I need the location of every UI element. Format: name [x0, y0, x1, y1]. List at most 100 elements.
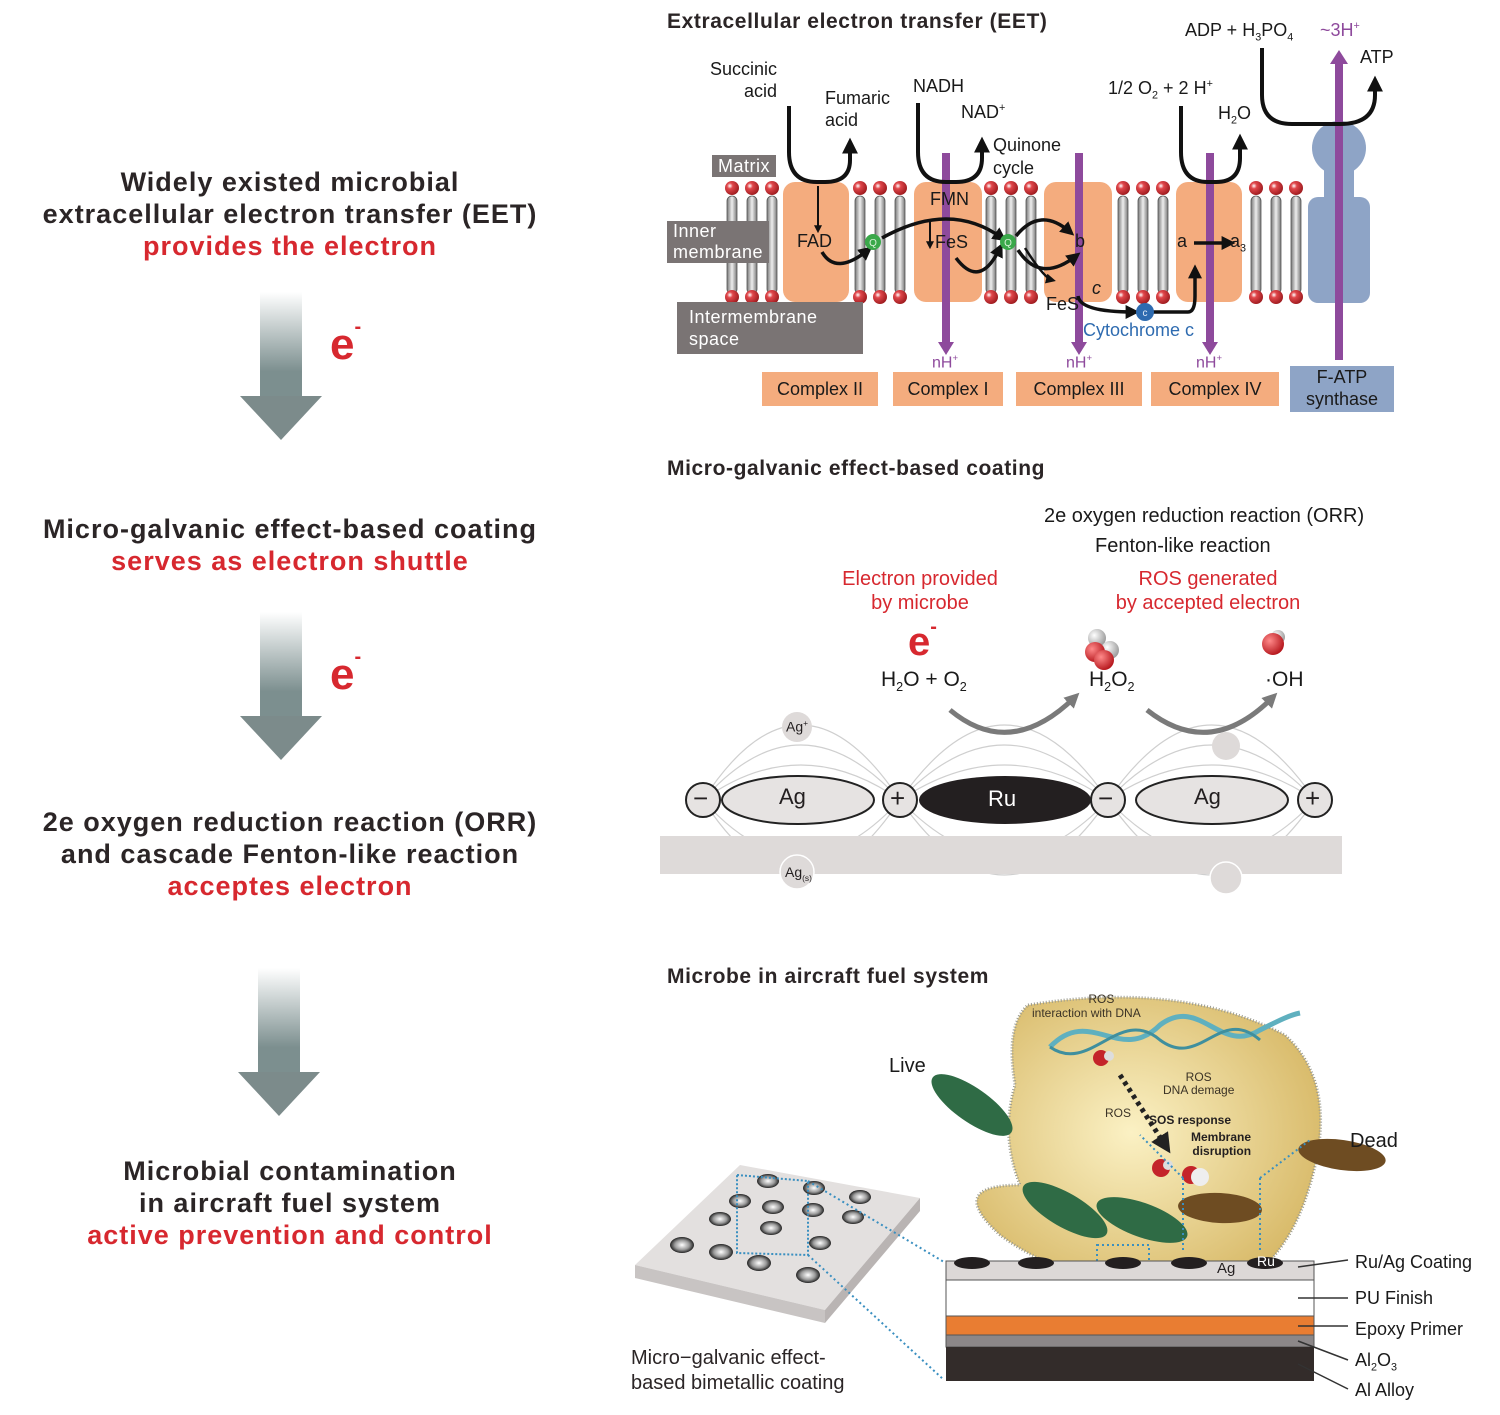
lipid-tail — [1137, 195, 1149, 295]
aircraft-diagram — [635, 995, 1386, 1390]
step-eet-line1: Widely existed microbial — [120, 167, 460, 197]
fes-label-1: FeS — [935, 232, 969, 252]
dead-label: Dead — [1350, 1130, 1398, 1152]
water-product-label: H2O — [1218, 103, 1252, 127]
cofactor-b-label: b — [1075, 231, 1086, 251]
fes-label-2: FeS — [1046, 294, 1080, 314]
fmn-label: FMN — [930, 189, 969, 209]
step-orr-highlight: acceptes electron — [167, 871, 413, 901]
proton-label-3: nH+ — [1066, 353, 1093, 372]
cofactor-c-label: c — [1092, 278, 1101, 298]
svg-text:Q: Q — [1004, 238, 1012, 249]
step-contamination-highlight: active prevention and control — [87, 1220, 493, 1250]
reaction-arrows — [787, 48, 1383, 184]
lipid-head — [1269, 290, 1283, 304]
reactants-label: H2O + O2 — [881, 668, 967, 695]
complex-i-tag: Complex I — [893, 372, 1003, 406]
coating-plate — [635, 1165, 920, 1323]
complex-ii-body — [783, 182, 849, 302]
down-arrow-3 — [238, 968, 320, 1116]
atp-label: ATP — [1360, 47, 1394, 67]
fenton-label: Fenton-like reaction — [1095, 535, 1271, 557]
step-eet: Widely existed microbial extracellular e… — [0, 166, 580, 262]
pole-positive-2: + — [1305, 783, 1321, 813]
svg-text:Q: Q — [869, 238, 877, 249]
lipid-tail — [1117, 195, 1129, 295]
ros-molecule-icons — [1093, 1050, 1209, 1186]
reaction-arrow-1 — [948, 692, 1080, 735]
electron-symbol: e- — [908, 616, 937, 664]
ag-ion-label: Ag+ — [786, 718, 809, 735]
sos-response-label: SOS response — [1149, 1113, 1232, 1127]
lipid-head — [1136, 290, 1150, 304]
complex-iv-tag: Complex IV — [1151, 372, 1279, 406]
proton-label-1: nH+ — [932, 353, 959, 372]
lipid-tail — [1025, 195, 1037, 295]
h2o2-label: H2O2 — [1089, 668, 1135, 695]
lipid-head — [984, 290, 998, 304]
lipid-head — [1249, 181, 1263, 195]
eet-title: Extracellular electron transfer (EET) — [667, 10, 1048, 33]
step-coating-highlight: serves as electron shuttle — [111, 546, 469, 576]
cytochrome-c-label: Cytochrome c — [1083, 320, 1195, 340]
electron-label-1: e- — [330, 316, 362, 369]
lipid-head — [1289, 290, 1303, 304]
ru-label: Ru — [988, 786, 1017, 811]
ru-electrode — [919, 776, 1091, 824]
lipid-head — [893, 181, 907, 195]
lipid-head — [765, 290, 779, 304]
layer-label-alloy: Al Alloy — [1355, 1380, 1415, 1400]
galvanic-title: Micro-galvanic effect-based coating — [667, 457, 1046, 480]
hydroxyl-label: ·OH — [1265, 668, 1304, 691]
coating-caption: Micro−galvanic effect-based bimetallic c… — [631, 1347, 845, 1394]
lipid-head — [1116, 290, 1130, 304]
lipid-tail — [1290, 195, 1302, 295]
layer-label-epoxy: Epoxy Primer — [1355, 1319, 1464, 1339]
lipid-head — [1024, 290, 1038, 304]
field-lines — [702, 724, 1316, 876]
pole-positive-1: + — [890, 783, 906, 813]
ag-solid-label: Ag(s) — [785, 864, 812, 883]
dead-bacteria — [1178, 1138, 1386, 1224]
ag-label-2: Ag — [1194, 784, 1221, 809]
lipid-head — [984, 181, 998, 195]
ag-label-1: Ag — [779, 784, 806, 809]
cofactor-a-label: a — [1177, 231, 1188, 251]
solid-bubble-2 — [1209, 861, 1243, 895]
ros-label: ROS — [1105, 1106, 1132, 1120]
lipid-head — [725, 290, 739, 304]
ag-solid-bubble — [779, 854, 815, 890]
quinone-icon-2 — [1000, 234, 1016, 250]
live-label: Live — [889, 1055, 926, 1077]
complex-ii-tag: Complex II — [762, 372, 878, 406]
step-eet-line2: extracellular electron transfer (EET) — [42, 199, 538, 229]
lipid-head — [1004, 290, 1018, 304]
dna-strand-icon — [1048, 1010, 1301, 1049]
coating-layer-stack — [945, 1257, 1315, 1381]
lipid-head — [1156, 181, 1170, 195]
proton-count-label: ~3H+ — [1320, 20, 1360, 40]
layer-label-ruag: Ru/Ag Coating — [1355, 1252, 1473, 1272]
inset-ag-label: Ag — [1217, 1260, 1236, 1277]
matrix-label: Matrix — [712, 155, 776, 177]
pole-negative-2: − — [1098, 783, 1114, 813]
proton-channels — [938, 50, 1348, 360]
lipid-tail — [854, 195, 866, 295]
step-orr-line1: 2e oxygen reduction reaction (ORR) — [42, 807, 538, 837]
nad-label: NAD+ — [961, 102, 1006, 122]
inset-ru-label: Ru — [1257, 1253, 1275, 1269]
fad-label: FAD — [797, 231, 833, 251]
cofactor-a3-label: a3 — [1230, 231, 1247, 255]
nadh-label: NADH — [913, 76, 965, 96]
svg-text:c: c — [1143, 308, 1148, 319]
lipid-head — [745, 290, 759, 304]
adp-label: ADP + H3PO4 — [1185, 20, 1294, 44]
h2o2-molecule-icon — [1085, 629, 1119, 670]
